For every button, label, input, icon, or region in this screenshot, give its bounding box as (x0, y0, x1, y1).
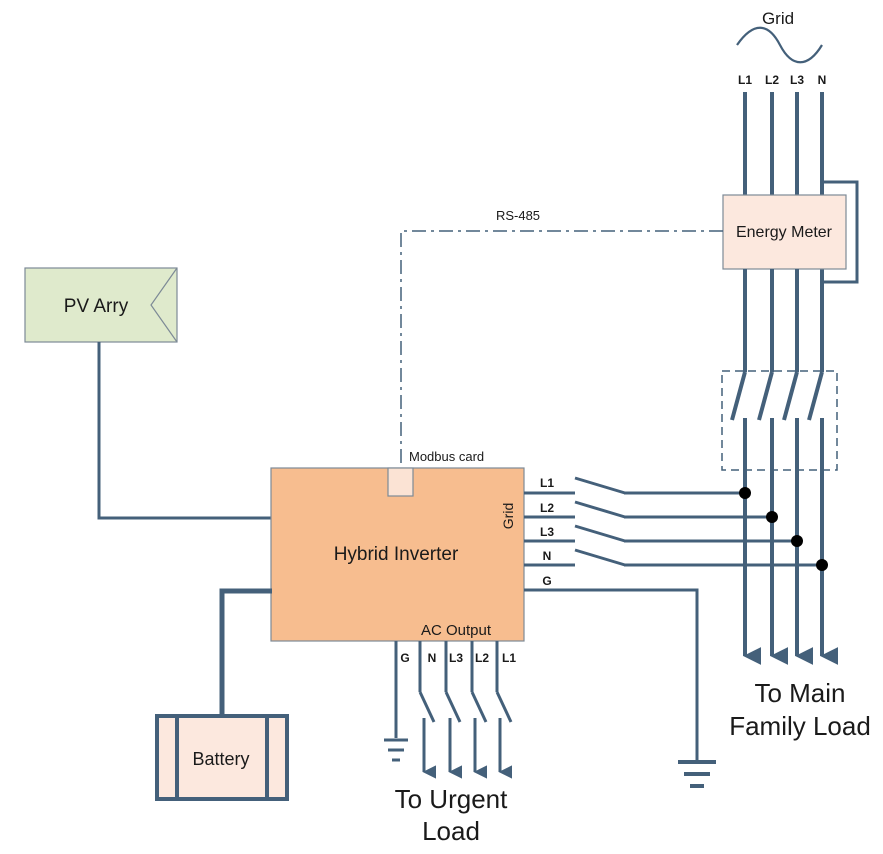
main-load-label-line2: Family Load (729, 711, 871, 741)
grid-sine-icon (736, 26, 823, 64)
urgent-load-label-line1: To Urgent (395, 784, 508, 814)
ac-output-terminal-l2-label: L2 (475, 651, 489, 665)
inverter-terminal-l2-label: L2 (540, 501, 554, 515)
grid-phase-l3-label: L3 (790, 73, 804, 87)
battery-label: Battery (192, 749, 249, 769)
modbus-card-label: Modbus card (409, 449, 484, 464)
hybrid-inverter-label: Hybrid Inverter (334, 544, 459, 565)
energy-meter-box (722, 194, 847, 270)
ac-output-label: AC Output (421, 622, 492, 639)
inverter-terminal-l1-label: L1 (540, 476, 554, 490)
main-load-feeders (743, 418, 839, 665)
grid-phase-l1-label: L1 (738, 73, 752, 87)
main-breaker-switches (730, 371, 824, 421)
inverter-terminal-n-label: N (543, 549, 552, 563)
urgent-load-feeders (394, 641, 513, 779)
modbus-card (387, 467, 414, 497)
hybrid-inverter-box (270, 467, 525, 642)
grid-title: Grid (762, 9, 794, 28)
rs485-label: RS-485 (496, 208, 540, 223)
junction-dots (739, 487, 828, 571)
ac-output-terminal-g-label: G (400, 651, 409, 665)
inverter-terminal-l3-label: L3 (540, 525, 554, 539)
pv-cable (97, 342, 272, 520)
energy-meter-label: Energy Meter (736, 224, 833, 241)
main-breaker-box (721, 370, 838, 471)
inverter-terminal-g-label: G (542, 574, 551, 588)
grid-bus-middle (743, 269, 799, 372)
battery-cable (219, 588, 272, 716)
grid-phase-l2-label: L2 (765, 73, 779, 87)
inverter-grid-connections (524, 476, 822, 760)
ac-output-terminal-n-label: N (428, 651, 437, 665)
ground-symbol-urgent-icon (384, 738, 408, 762)
main-load-label-line1: To Main (754, 678, 845, 708)
grid-phase-n-label: N (818, 73, 827, 87)
ground-symbol-main-icon (678, 760, 716, 788)
inverter-grid-side-label: Grid (500, 503, 516, 529)
urgent-load-label-line2: Load (422, 816, 480, 846)
ac-output-terminal-l3-label: L3 (449, 651, 463, 665)
pv-array-notch-icon (150, 267, 178, 343)
pv-array-label: PV Arry (64, 296, 129, 317)
rs485-link (400, 230, 723, 470)
ac-output-terminal-l1-label: L1 (502, 651, 516, 665)
